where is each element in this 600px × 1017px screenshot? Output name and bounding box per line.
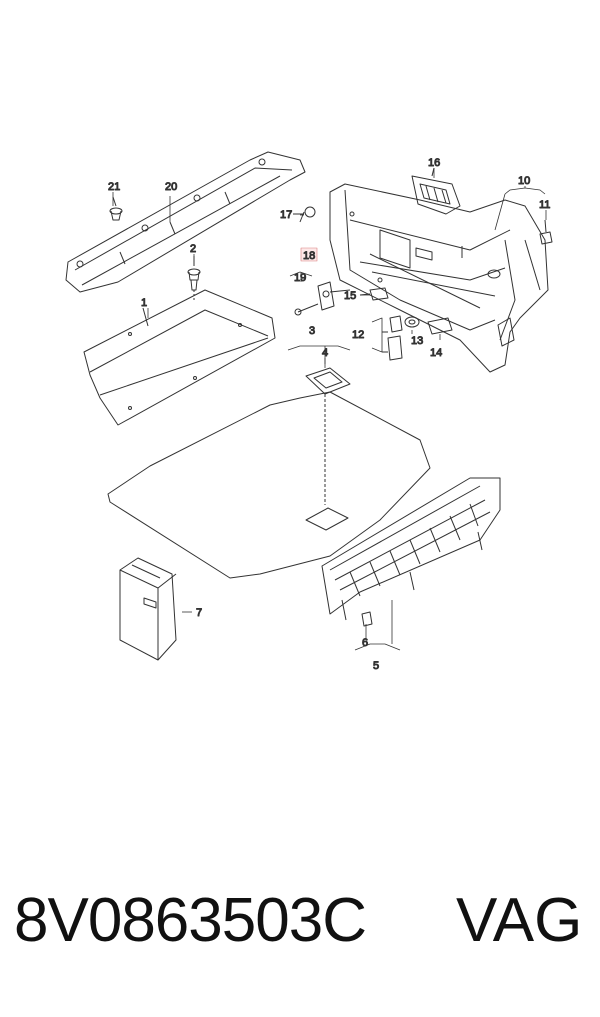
callout-18: 18	[303, 250, 315, 262]
brand-label: VAG	[456, 886, 583, 955]
part-14-cap	[427, 317, 453, 335]
part-12-plug	[382, 315, 403, 361]
part-11-clip	[539, 219, 553, 245]
callout-14: 14	[430, 347, 442, 359]
part-13-ring	[404, 316, 420, 328]
callout-5: 5	[373, 660, 379, 672]
part-6-clip	[361, 611, 373, 627]
callout-10: 10	[518, 175, 530, 187]
callout-15: 15	[344, 290, 356, 302]
part-20-rail	[65, 151, 306, 293]
part-21-clip	[109, 196, 123, 221]
callout-7: 7	[196, 607, 202, 619]
part-18-bracket	[317, 281, 351, 311]
callout-11: 11	[539, 199, 550, 211]
callout-16: 16	[428, 157, 440, 169]
part-5-rear-sill	[321, 477, 501, 621]
trunk-side-trim	[329, 183, 549, 373]
part-3-floor-cover	[107, 391, 431, 579]
part-16-handle	[411, 167, 461, 215]
callout-6: 6	[362, 637, 368, 649]
callout-19: 19	[294, 272, 306, 284]
part-4-handle-insert	[305, 367, 351, 505]
part-17-screw	[293, 206, 316, 223]
callout-18-highlight	[300, 247, 318, 262]
callout-1: 1	[141, 297, 147, 309]
part-1-sill-cover	[83, 289, 276, 426]
leader-lines	[112, 168, 547, 651]
callout-12: 12	[352, 329, 364, 341]
part-19-bolt	[294, 303, 319, 316]
callout-3: 3	[309, 325, 315, 337]
callout-2: 2	[190, 243, 196, 255]
callout-20: 20	[165, 181, 177, 193]
callout-4: 4	[322, 347, 328, 359]
callout-21: 21	[108, 181, 120, 193]
callout-13: 13	[411, 335, 423, 347]
part-7-box	[119, 557, 177, 661]
callout-17: 17	[280, 209, 292, 221]
part-number: 8V0863503C	[14, 886, 367, 955]
